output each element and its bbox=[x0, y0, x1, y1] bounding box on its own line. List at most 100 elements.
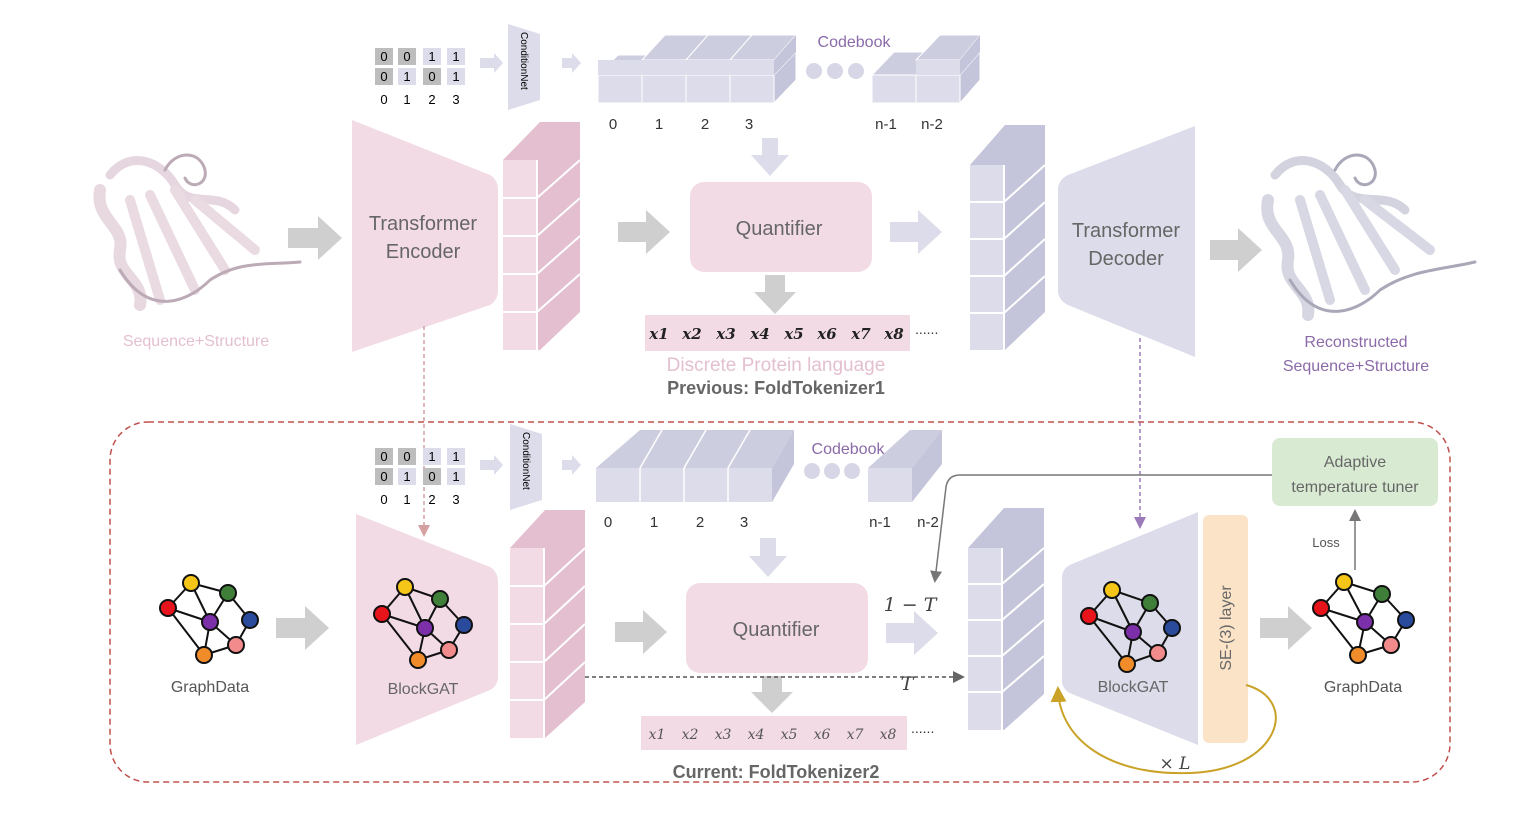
top-discrete-label: Discrete Protein language bbox=[667, 355, 886, 376]
bottom-token-2: x2 bbox=[682, 727, 699, 743]
top-arrow-decoder-output bbox=[1210, 228, 1262, 272]
bottom-grid-cell-1-2: 0 bbox=[428, 469, 435, 484]
bottom-arrow-quantifier-latent bbox=[886, 611, 938, 655]
bottom-token-1: x1 bbox=[649, 727, 666, 743]
bottom-binary-grid: 0 0 1 1 0 1 0 1 0 1 2 3 bbox=[375, 448, 465, 507]
bottom-arrow-codebook-quantifier bbox=[749, 538, 787, 577]
top-condition-net bbox=[508, 24, 540, 110]
bottom-grid-cell-0-0: 0 bbox=[380, 449, 387, 464]
bottom-input-graph bbox=[159, 574, 259, 664]
top-arrow-quantifier-tokens bbox=[754, 275, 796, 314]
top-token-7: x7 bbox=[850, 325, 871, 343]
top-token-bar bbox=[645, 315, 910, 351]
tuner-line1: Adaptive bbox=[1324, 454, 1386, 471]
bottom-quantifier-label: Quantifier bbox=[733, 619, 820, 641]
bottom-grid-index-2: 2 bbox=[428, 492, 435, 507]
top-encoder-line2: Encoder bbox=[386, 241, 461, 263]
top-decoder-line2: Decoder bbox=[1088, 248, 1164, 270]
bottom-token-7: x7 bbox=[847, 727, 864, 743]
top-token-1: x1 bbox=[648, 325, 668, 343]
current-frame bbox=[109, 421, 1451, 783]
top-quantifier bbox=[690, 182, 872, 272]
top-grid-arrow bbox=[480, 53, 503, 73]
top-transformer-decoder bbox=[1058, 126, 1195, 357]
top-caption: Previous: FoldTokenizer1 bbox=[667, 378, 885, 398]
tuner-line2: temperature tuner bbox=[1291, 479, 1419, 496]
bottom-cond-arrow bbox=[562, 455, 581, 475]
bottom-codebook-idx-3: 3 bbox=[740, 514, 748, 531]
top-codebook-idx-1: 1 bbox=[655, 116, 663, 133]
bottom-token-6: x6 bbox=[814, 727, 831, 743]
bottom-codebook-idx-0: 0 bbox=[604, 514, 612, 531]
bottom-caption: Current: FoldTokenizer2 bbox=[673, 762, 880, 782]
bottom-input-label: GraphData bbox=[171, 679, 249, 696]
top-codebook-idx-n-1: n-1 bbox=[875, 116, 897, 133]
bottom-token-bar bbox=[641, 716, 907, 750]
bottom-token-4: x4 bbox=[748, 727, 765, 743]
top-pink-latent-stack bbox=[503, 122, 581, 350]
top-decoder-line1: Transformer bbox=[1072, 220, 1181, 242]
top-output-label-line1: Reconstructed bbox=[1304, 334, 1407, 351]
bottom-codebook-idx-1: 1 bbox=[650, 514, 658, 531]
bottom-condition-net bbox=[510, 424, 542, 510]
bottom-encoder-label: BlockGAT bbox=[388, 681, 459, 698]
repeat-loop-arrow bbox=[1050, 684, 1277, 775]
top-grid-cell-0-0: 0 bbox=[380, 49, 387, 64]
bottom-arrow-latent-quantifier bbox=[615, 610, 667, 654]
top-transformer-encoder bbox=[352, 120, 498, 352]
bottom-grid-cell-1-1: 1 bbox=[403, 469, 410, 484]
top-output-label-line2: Sequence+Structure bbox=[1283, 358, 1429, 375]
top-token-2: x2 bbox=[681, 325, 701, 343]
top-arrow-quantifier-latent bbox=[890, 210, 942, 254]
top-arrow-input-encoder bbox=[288, 216, 342, 260]
t-label: T bbox=[901, 673, 915, 695]
bottom-pink-latent-stack bbox=[510, 510, 586, 738]
bottom-token-5: x5 bbox=[781, 727, 798, 743]
bottom-codebook-label: Codebook bbox=[812, 441, 886, 458]
bottom-token-3: x3 bbox=[715, 727, 732, 743]
top-token-6: x6 bbox=[816, 325, 837, 343]
bottom-grid-cell-0-3: 1 bbox=[452, 449, 459, 464]
bottom-token-ellipsis: ...... bbox=[911, 720, 934, 736]
top-token-ellipsis: ...... bbox=[915, 321, 938, 337]
adaptive-temperature-tuner bbox=[1272, 438, 1438, 506]
top-codebook-label: Codebook bbox=[818, 34, 892, 51]
top-codebook bbox=[596, 34, 982, 105]
loss-label: Loss bbox=[1312, 535, 1340, 550]
top-grid-index-2: 2 bbox=[428, 92, 435, 107]
bottom-grid-index-0: 0 bbox=[380, 492, 387, 507]
bottom-grid-cell-1-0: 0 bbox=[380, 469, 387, 484]
bottom-codebook bbox=[596, 429, 942, 502]
bottom-output-label: GraphData bbox=[1324, 679, 1402, 696]
top-codebook-idx-0: 0 bbox=[609, 116, 617, 133]
top-input-label: Sequence+Structure bbox=[123, 333, 269, 350]
decoder-graph-icon bbox=[1080, 581, 1181, 673]
bottom-codebook-idx-n-2: n-2 bbox=[917, 514, 939, 531]
top-arrow-codebook-quantifier bbox=[751, 138, 789, 176]
top-token-5: x5 bbox=[783, 325, 803, 343]
top-grid-cell-1-0: 0 bbox=[380, 69, 387, 84]
encoder-graph-icon bbox=[373, 578, 473, 669]
se3-label: SE-(3) layer bbox=[1218, 585, 1235, 671]
top-binary-grid: 0 0 1 1 0 1 0 1 0 1 2 3 bbox=[375, 48, 465, 107]
bottom-lavender-latent-stack bbox=[968, 508, 1045, 730]
top-grid-cell-1-1: 1 bbox=[403, 69, 410, 84]
bottom-codebook-idx-n-1: n-1 bbox=[869, 514, 891, 531]
top-grid-index-1: 1 bbox=[403, 92, 410, 107]
se3-layer bbox=[1203, 515, 1248, 743]
bottom-grid-cell-0-1: 0 bbox=[403, 449, 410, 464]
one-minus-t-label: 1 − T bbox=[884, 594, 938, 616]
bottom-grid-index-3: 3 bbox=[452, 492, 459, 507]
bottom-decoder-label: BlockGAT bbox=[1098, 679, 1169, 696]
bottom-token-8: x8 bbox=[880, 727, 897, 743]
temperature-feedback-arrow bbox=[930, 474, 1272, 583]
bottom-grid-arrow bbox=[480, 455, 503, 475]
top-grid-cell-1-3: 1 bbox=[452, 69, 459, 84]
bottom-grid-index-1: 1 bbox=[403, 492, 410, 507]
top-grid-index-0: 0 bbox=[380, 92, 387, 107]
bottom-arrow-input-encoder bbox=[276, 606, 329, 650]
top-encoder-line1: Transformer bbox=[369, 213, 478, 235]
top-grid-cell-0-2: 1 bbox=[428, 49, 435, 64]
top-codebook-idx-2: 2 bbox=[701, 116, 709, 133]
